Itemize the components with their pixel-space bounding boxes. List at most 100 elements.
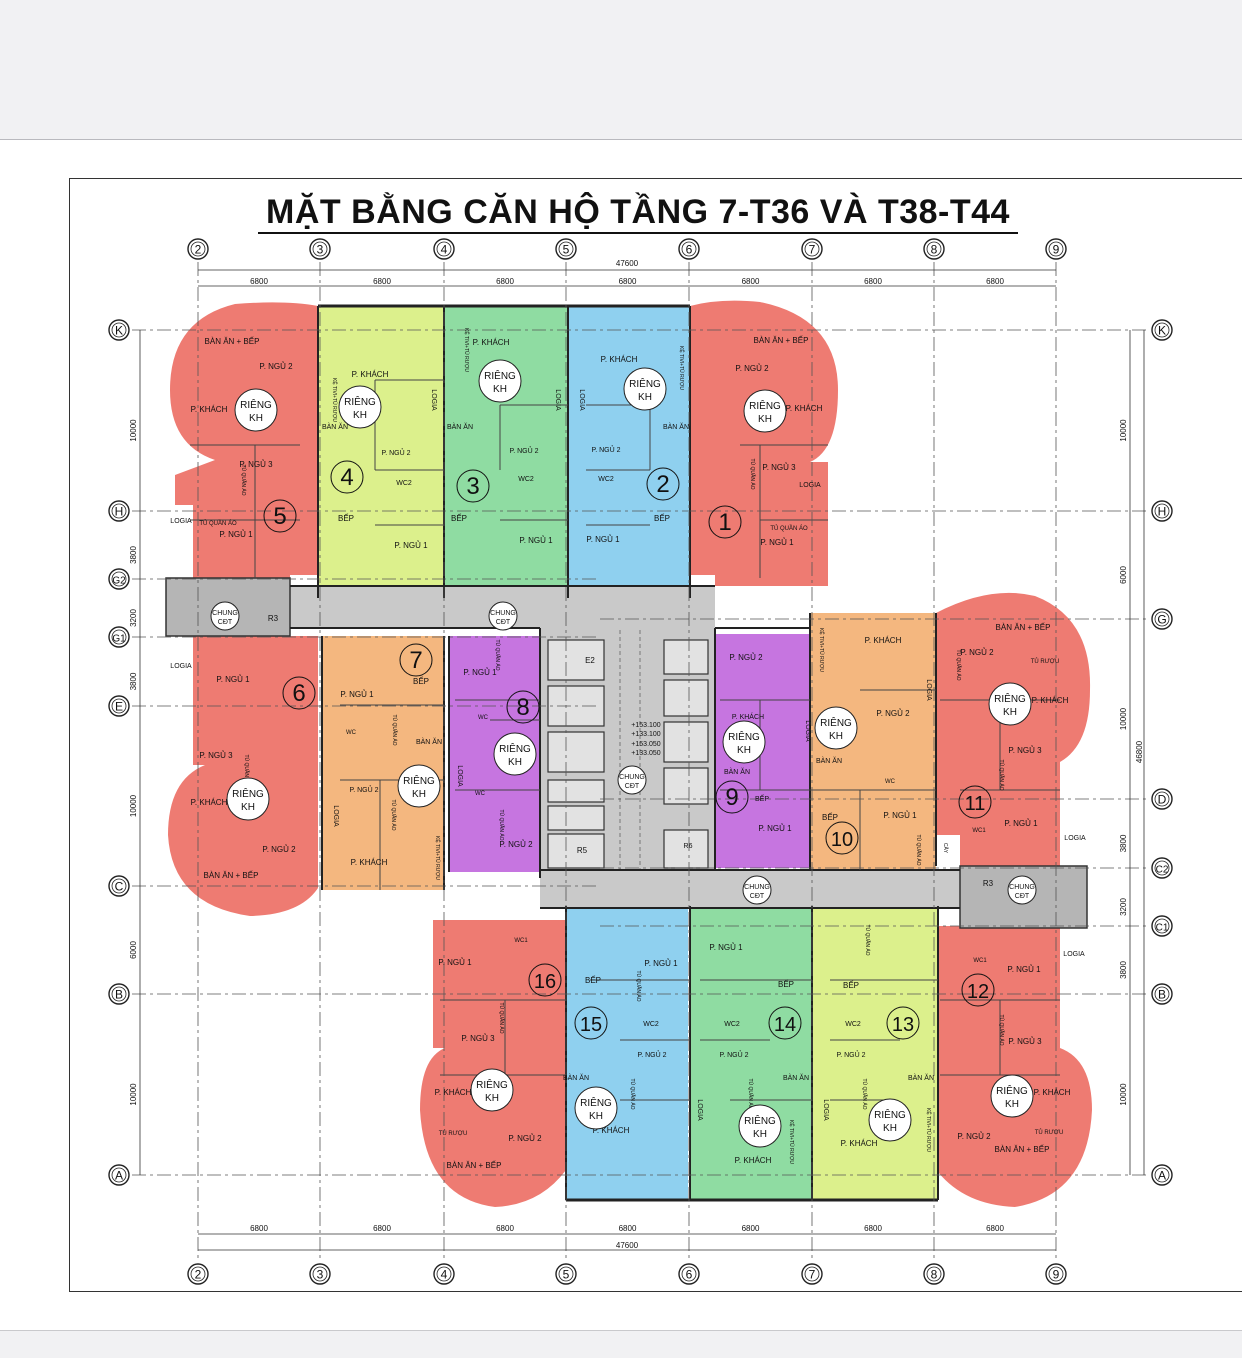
room-label: R5 (577, 846, 588, 855)
room-label: LOGIA (1064, 835, 1086, 842)
common-label-line1: CHUNG (490, 610, 516, 617)
unit-number-9: 9 (725, 784, 738, 811)
room-label: WC (475, 791, 486, 797)
grid-bubble-ring (1154, 611, 1170, 627)
room-label: P. KHÁCH (435, 1088, 472, 1097)
room-label-vertical: LOGIA (456, 765, 463, 787)
private-label-line2: KH (829, 731, 843, 742)
room-label: BÀN ĂN + BẾP (754, 335, 809, 345)
grid-bubble-ring (681, 1266, 697, 1282)
unit-number-circle (961, 973, 995, 1007)
dimension-label: 3800 (1119, 961, 1128, 979)
room-label: P. NGỦ 2 (957, 1132, 991, 1141)
room-label: P. NGỦ 2 (836, 1050, 865, 1059)
private-label-line2: KH (493, 384, 507, 395)
room-label: P. NGỦ 1 (760, 538, 794, 547)
room-label-vertical: TỦ QUẦN ÁO (390, 799, 397, 830)
unit-number-16: 16 (534, 971, 556, 993)
grid-lines (132, 262, 1150, 1262)
grid-label-col-8: 8 (931, 243, 938, 257)
dimension-label: 10000 (1119, 707, 1128, 730)
common-label-line2: CĐT (496, 619, 511, 626)
dimension-label: 6800 (986, 277, 1004, 286)
room-label: TỦ RƯỢU (439, 1130, 468, 1137)
room-label: P. NGỦ 1 (586, 535, 620, 544)
room-label-vertical: CÂY (942, 843, 949, 854)
grid-bubble-ring (1154, 1167, 1170, 1183)
room-label-vertical: KỆ TIVI+TỦ RƯỢU (818, 628, 826, 672)
room-label-vertical: TỦ QUẦN ÁO (243, 754, 250, 785)
room-label: BẾP (585, 975, 601, 985)
unit-number-circle (399, 643, 433, 677)
unit-number-2: 2 (656, 471, 669, 498)
room-label-vertical: LOGIA (822, 1099, 829, 1121)
dimension-label: 3800 (129, 546, 138, 564)
unit-3-area (444, 306, 568, 598)
room-label: BÀN ĂN (816, 756, 842, 765)
room-label-vertical: KỆ TIVI+TỦ RƯỢU (434, 836, 442, 880)
unit-15-area (566, 906, 688, 1200)
grid-bubble-ring (111, 878, 127, 894)
dimension-label: 6800 (250, 1224, 268, 1233)
unit-number-circle (282, 676, 316, 710)
unit-number-circle (886, 1006, 920, 1040)
unit-number-15: 15 (580, 1014, 602, 1036)
dimension-label: 6800 (250, 277, 268, 286)
private-area-circle (234, 388, 278, 432)
room-label: BÀN ĂN + BẾP (204, 870, 259, 880)
grid-bubble-ring (312, 241, 328, 257)
dimension-label: 6800 (496, 277, 514, 286)
room-label-vertical: TỦ QUẦN ÁO (955, 649, 962, 680)
room-label: WC (346, 730, 357, 736)
private-label-line1: RIÊNG (820, 716, 852, 729)
room-label: P. NGỦ 1 (1007, 965, 1041, 974)
room-label: BÀN ĂN (563, 1073, 589, 1082)
room-label: WC2 (724, 1021, 740, 1028)
dimension-total-width: 47600 (616, 1241, 639, 1250)
room-label: BÀN ĂN + BẾP (995, 1144, 1050, 1154)
room-label: P. KHÁCH (735, 1156, 772, 1165)
common-label-line1: CHUNG (212, 610, 238, 617)
common-label-line1: CHUNG (619, 774, 645, 781)
grid-label-row-C2: C2 (1156, 865, 1169, 876)
room-label-vertical: KỆ TIVI+TỦ RƯỢU (678, 346, 686, 390)
room-label: P. NGỦ 3 (461, 1034, 495, 1043)
room-label-vertical: LOGIA (804, 720, 811, 742)
unit-number-circle (958, 785, 992, 819)
room-label-vertical: TỦ QUẦN ÁO (391, 714, 398, 745)
room-label: BÀN ĂN (908, 1073, 934, 1082)
room-label: +133.100 (631, 731, 660, 738)
room-label: P. NGỦ 2 (381, 448, 410, 457)
private-label-line2: KH (1005, 1099, 1019, 1110)
unit-number-circle (715, 780, 749, 814)
grid-label-row-D: D (1158, 793, 1167, 807)
room-label: +153.050 (631, 741, 660, 748)
private-label-line1: RIÊNG (629, 377, 661, 390)
private-area-circle (470, 1068, 514, 1112)
room-label-vertical: TỦ QUẦN ÁO (747, 1078, 754, 1109)
grid-label-col-6: 6 (686, 243, 693, 257)
unit-number-8: 8 (516, 694, 529, 721)
private-label-line2: KH (883, 1123, 897, 1134)
room-label: P. NGỦ 1 (438, 958, 472, 967)
private-label-line2: KH (249, 413, 263, 424)
private-label-line1: RIÊNG (344, 395, 376, 408)
unit-14-area (690, 906, 812, 1200)
room-label: P. KHÁCH (1034, 1088, 1071, 1097)
grid-label-col-2: 2 (195, 1268, 202, 1282)
room-label: +153.100 (631, 722, 660, 729)
room-label: P. KHÁCH (601, 355, 638, 364)
unit-number-3: 3 (466, 473, 479, 500)
room-label: P. NGỦ 1 (644, 959, 678, 968)
room-label: WC1 (972, 828, 986, 834)
room-label: P. KHÁCH (732, 712, 764, 721)
grid-label-col-7: 7 (809, 1268, 816, 1282)
dimension-label: 6800 (373, 1224, 391, 1233)
room-label: BẾP (413, 676, 429, 686)
private-label-line1: RIÊNG (240, 398, 272, 411)
unit-number-circle (528, 963, 562, 997)
private-area-circle (574, 1086, 618, 1130)
room-label: BÀN ĂN (724, 767, 750, 776)
